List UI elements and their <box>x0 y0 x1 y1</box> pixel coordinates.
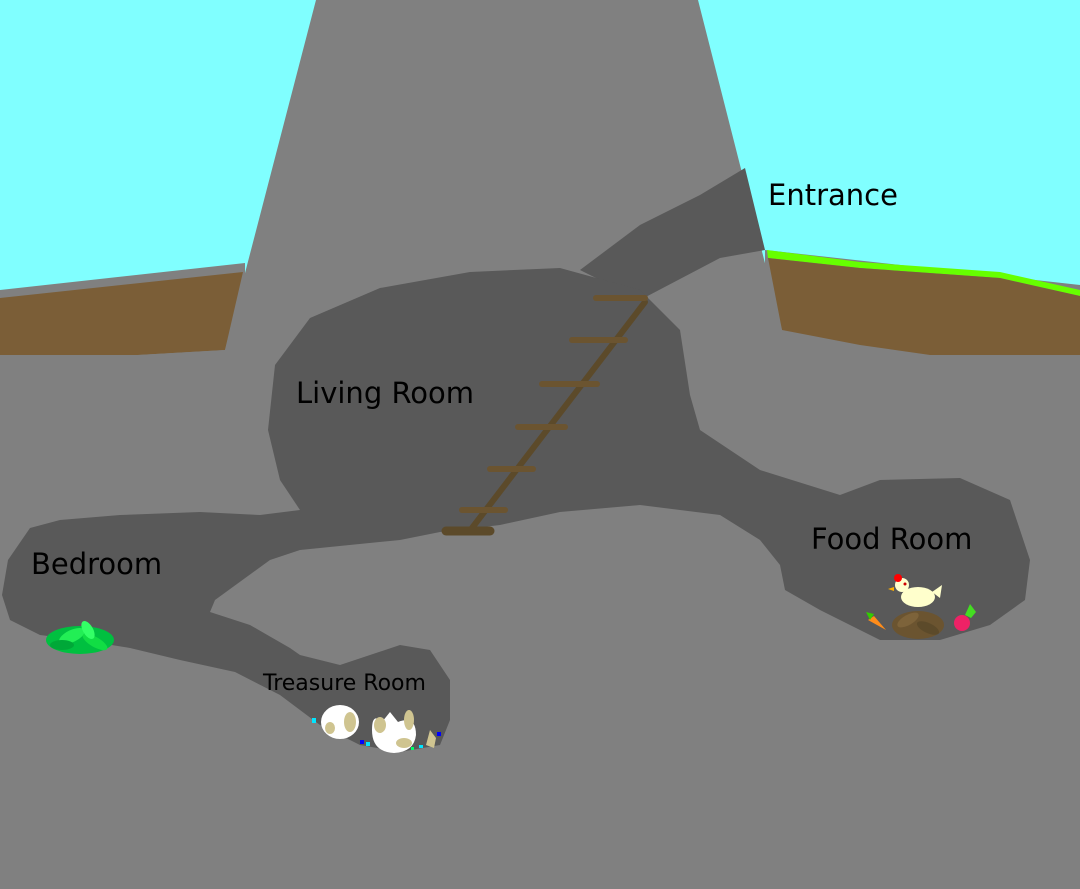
soil-right <box>768 258 1080 378</box>
leaf-bed-icon <box>46 620 114 654</box>
food-room-label: Food Room <box>811 522 973 556</box>
gems-icon <box>312 718 441 750</box>
radish-icon <box>954 604 976 631</box>
soil-left <box>0 272 243 363</box>
chicken-icon <box>888 574 942 607</box>
tunnels <box>2 168 1030 752</box>
nest-icon <box>892 611 944 639</box>
living-room-label: Living Room <box>296 376 475 410</box>
treasure-eggs-icon <box>321 705 436 753</box>
treasure-room-label: Treasure Room <box>263 671 426 696</box>
carrot-icon <box>866 612 886 630</box>
rock-divider <box>210 545 410 612</box>
ladder[interactable] <box>441 295 648 536</box>
bedroom-label: Bedroom <box>31 547 163 581</box>
entrance-label: Entrance <box>768 178 898 212</box>
grass <box>767 250 1080 296</box>
